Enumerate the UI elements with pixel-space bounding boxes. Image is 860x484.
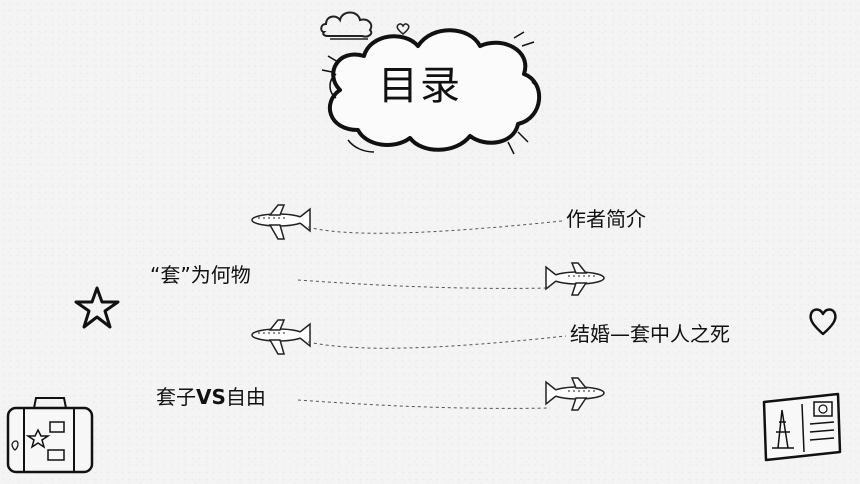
toc-item-author[interactable]: 作者简介: [566, 207, 646, 231]
airplane-icon: [545, 377, 605, 411]
dashed-connector: [297, 279, 551, 289]
toc-item-vs-suffix: 自由: [225, 385, 266, 409]
toc-item-marriage[interactable]: 结婚—套中人之死: [570, 322, 730, 346]
postcard-icon: [762, 392, 842, 462]
toc-item-what-is-tao[interactable]: “套”为何物: [150, 263, 251, 287]
heart-icon: [809, 308, 837, 336]
dashed-connector: [297, 399, 551, 409]
star-icon: [74, 286, 120, 329]
airplane-icon: [545, 262, 605, 296]
small-cloud-icon: [320, 11, 373, 40]
toc-item-vs-prefix: 套子: [156, 385, 196, 409]
page-title: 目录: [378, 63, 462, 109]
dashed-connector: [307, 335, 567, 349]
toc-item-vs-freedom[interactable]: 套子VS自由: [156, 385, 266, 409]
suitcase-icon: [6, 397, 94, 474]
airplane-icon: [251, 319, 311, 355]
heart-icon: [396, 23, 410, 35]
cloud-icon: [321, 28, 541, 155]
toc-item-vs-bold: VS: [196, 385, 226, 409]
airplane-icon: [251, 204, 311, 240]
dashed-connector: [307, 220, 563, 234]
